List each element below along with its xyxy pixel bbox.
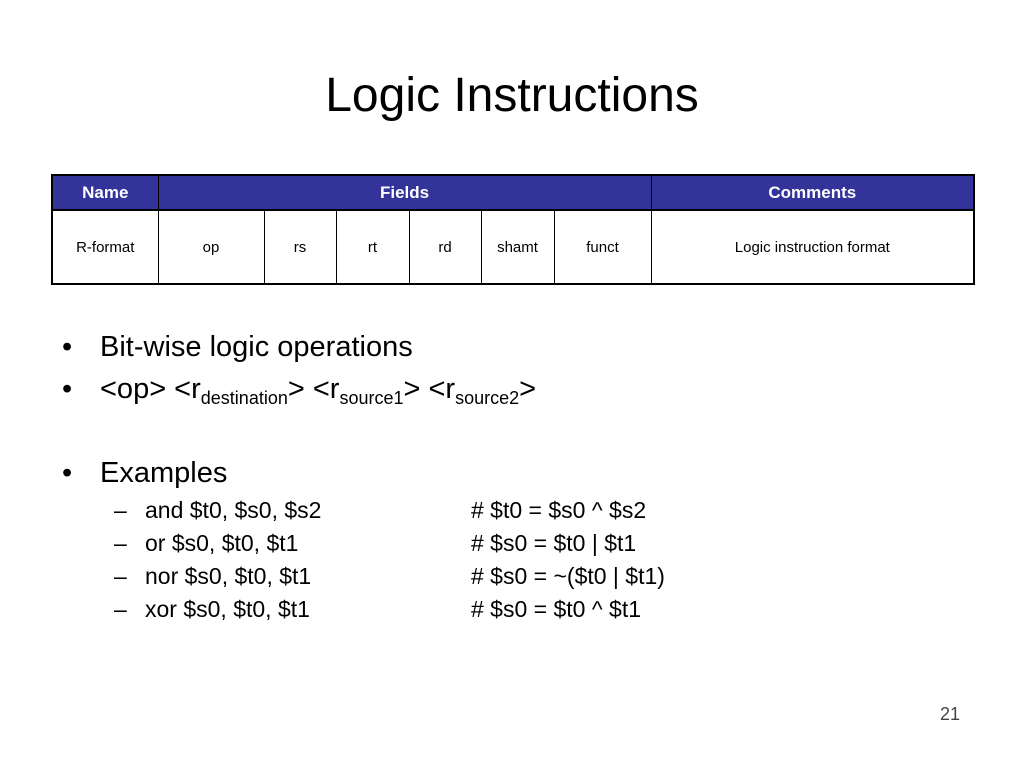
list-item: – xor $s0, $t0, $t1 # $s0 = $t0 ^ $t1 — [114, 593, 641, 626]
example-code: xor $s0, $t0, $t1 — [145, 596, 310, 622]
bullet-text: Bit-wise logic operations — [100, 331, 413, 363]
cell-comment: Logic instruction format — [650, 209, 975, 285]
syntax-subscript-source1: source1 — [339, 388, 404, 408]
bullet-marker: • — [62, 373, 73, 405]
example-comment: # $s0 = $t0 | $t1 — [471, 530, 637, 556]
cell-field-funct: funct — [553, 209, 652, 285]
syntax-subscript-destination: destination — [200, 388, 288, 408]
dash-marker: – — [114, 563, 127, 589]
bullet-item-syntax: • <op> <rdestination> <rsource1> <rsourc… — [62, 368, 536, 410]
syntax-subscript-source2: source2 — [455, 388, 520, 408]
header-name: Name — [51, 174, 159, 211]
example-code: or $s0, $t0, $t1 — [145, 530, 299, 556]
example-comment: # $s0 = $t0 ^ $t1 — [471, 596, 641, 622]
cell-field-rs: rs — [263, 209, 337, 285]
list-item: – or $s0, $t0, $t1 # $s0 = $t0 | $t1 — [114, 527, 636, 560]
bullet-spacer — [62, 410, 536, 452]
bullet-list: • Bit-wise logic operations • <op> <rdes… — [62, 326, 665, 626]
cell-field-rd: rd — [408, 209, 482, 285]
dash-marker: – — [114, 497, 127, 523]
cell-field-rt: rt — [335, 209, 410, 285]
syntax-part-2: > <r — [287, 373, 340, 405]
bullet-text: Examples — [100, 457, 228, 489]
list-item: – and $t0, $s0, $s2 # $t0 = $s0 ^ $s2 — [114, 494, 646, 527]
table-row: R-format op rs rt rd shamt funct Logic i… — [51, 209, 975, 285]
bullet-item-examples: • Examples — [62, 452, 536, 494]
list-item: – nor $s0, $t0, $t1 # $s0 = ~($t0 | $t1) — [114, 560, 665, 593]
syntax-part-4: > — [519, 373, 537, 405]
example-comment: # $s0 = ~($t0 | $t1) — [471, 563, 665, 589]
syntax-part-3: > <r — [403, 373, 456, 405]
page-number: 21 — [939, 704, 960, 724]
cell-field-shamt: shamt — [480, 209, 555, 285]
bullet-marker: • — [62, 331, 73, 363]
bullet-item-bitwise: • Bit-wise logic operations — [62, 326, 536, 368]
header-comments: Comments — [650, 174, 975, 211]
example-code: and $t0, $s0, $s2 — [145, 497, 322, 523]
slide-title: Logic Instructions — [325, 69, 699, 122]
instruction-fields-table: Name Fields Comments R-format op rs rt r… — [51, 174, 976, 285]
header-fields: Fields — [157, 174, 652, 211]
cell-field-op: op — [157, 209, 265, 285]
dash-marker: – — [114, 530, 127, 556]
dash-marker: – — [114, 596, 127, 622]
table-header-row: Name Fields Comments — [51, 174, 975, 211]
examples-list: – and $t0, $s0, $s2 # $t0 = $s0 ^ $s2 – … — [114, 494, 665, 626]
example-comment: # $t0 = $s0 ^ $s2 — [471, 497, 647, 523]
syntax-part-1: <op> <r — [100, 373, 201, 405]
bullet-marker: • — [62, 457, 73, 489]
cell-format-name: R-format — [51, 209, 159, 285]
example-code: nor $s0, $t0, $t1 — [145, 563, 312, 589]
